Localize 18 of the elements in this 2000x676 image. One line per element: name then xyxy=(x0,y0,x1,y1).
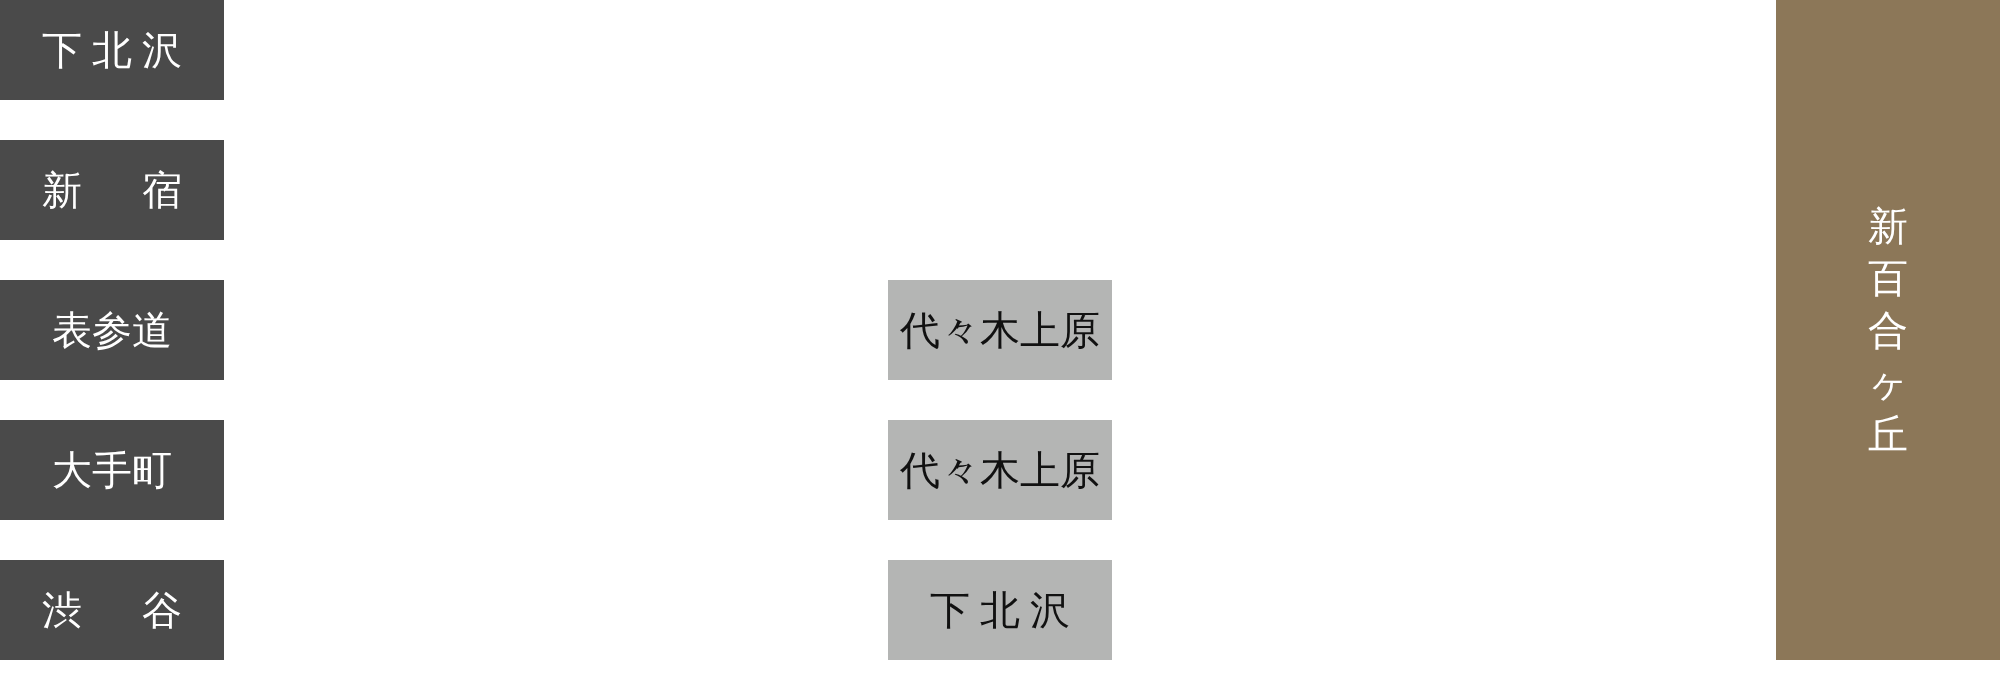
station-box xyxy=(0,140,224,240)
station-name: 下北沢 xyxy=(42,26,192,74)
station-name: 渋谷 xyxy=(42,586,242,634)
station-name: 表参道 xyxy=(52,306,172,354)
station-name: 下北沢 xyxy=(930,586,1080,634)
station-box xyxy=(888,560,1112,660)
station-box xyxy=(888,420,1112,520)
station-box xyxy=(1776,0,2000,660)
station-box xyxy=(0,560,224,660)
station-name: 新宿 xyxy=(42,166,242,214)
station-name: 代々木上原 xyxy=(900,306,1100,354)
station-name: 代々木上原 xyxy=(900,446,1100,494)
station-name: 大手町 xyxy=(52,446,172,494)
station-name: 新百合ヶ丘 xyxy=(1866,202,1910,459)
station-box xyxy=(0,420,224,520)
station-box xyxy=(0,280,224,380)
station-box xyxy=(888,280,1112,380)
station-box xyxy=(0,0,224,100)
